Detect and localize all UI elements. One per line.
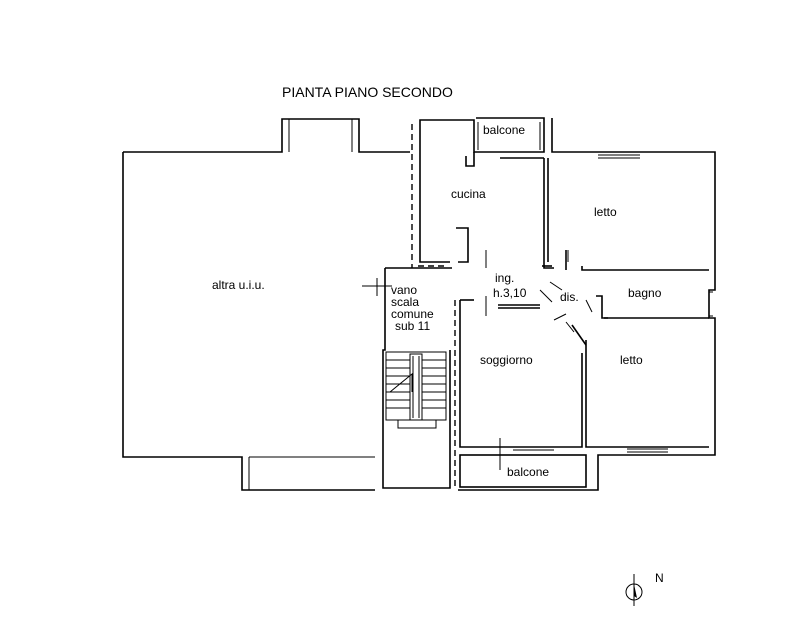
label-letto-bottom: letto: [620, 353, 643, 367]
label-comune: comune: [391, 307, 434, 321]
label-ingresso: ing.: [495, 271, 514, 285]
label-sub-11: sub 11: [395, 319, 430, 333]
label-altra-uiu: altra u.i.u.: [212, 278, 265, 292]
apartment-outline: [419, 117, 716, 491]
label-cucina: cucina: [451, 187, 486, 201]
label-soggiorno: soggiorno: [480, 353, 533, 367]
interior-walls: [419, 124, 709, 488]
north-arrow-icon: [625, 574, 643, 606]
label-scala: scala: [391, 295, 419, 309]
label-bagno: bagno: [628, 286, 662, 300]
label-letto-top: letto: [594, 205, 617, 219]
other-unit: altra u.i.u.: [122, 118, 410, 491]
door-openings: [485, 250, 593, 470]
north-label: N: [655, 571, 664, 585]
label-disimpegno: dis.: [560, 290, 579, 304]
plan-title: PIANTA PIANO SECONDO: [282, 84, 453, 100]
label-balcone-bottom: balcone: [507, 465, 549, 479]
label-vano: vano: [391, 283, 417, 297]
stair-core: vano scala comune sub 11: [362, 267, 452, 489]
label-balcone-top: balcone: [483, 123, 525, 137]
label-ingresso-height: h.3,10: [493, 286, 527, 300]
stair-treads: [386, 359, 446, 409]
